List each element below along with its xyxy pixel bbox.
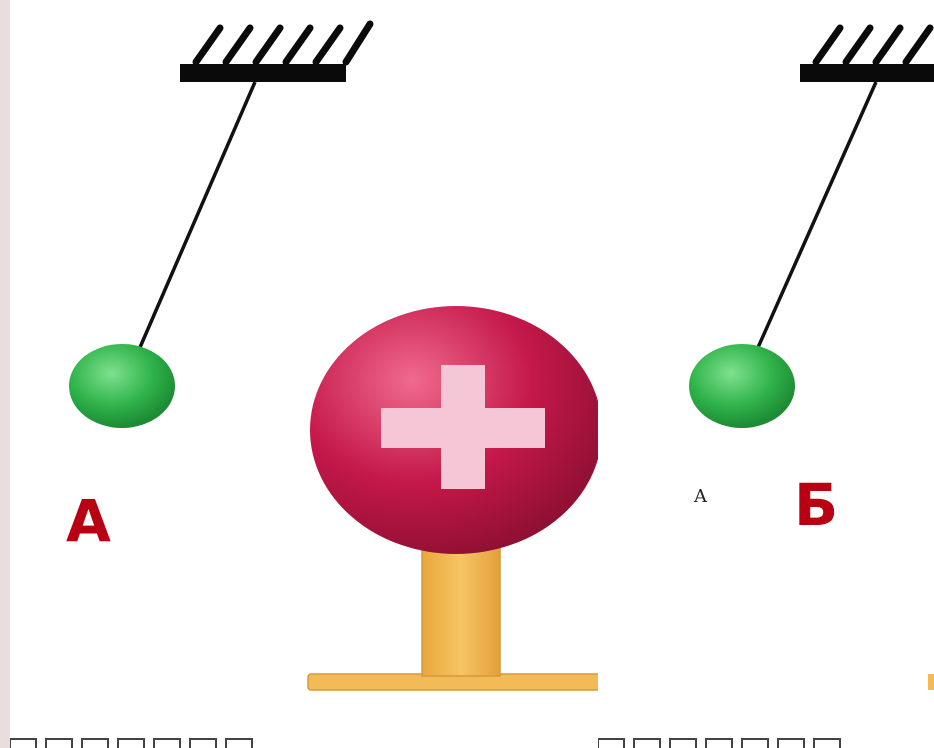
ceiling-hatch bbox=[812, 24, 934, 66]
panel-a-diagram bbox=[69, 20, 598, 691]
caption-placeholder-squares bbox=[598, 734, 858, 748]
panel-b-diagram bbox=[689, 24, 934, 690]
ceiling-bar bbox=[180, 64, 346, 82]
stand-stem bbox=[421, 539, 501, 677]
pendulum-ball bbox=[689, 344, 795, 428]
plus-sign-icon bbox=[381, 365, 545, 489]
stand-base-edge bbox=[928, 674, 934, 690]
pendulum-thread bbox=[136, 81, 257, 353]
panel-label-a: А bbox=[66, 487, 111, 555]
ceiling-support bbox=[800, 24, 934, 82]
pendulum-ball bbox=[69, 344, 175, 428]
panel-a: А bbox=[10, 0, 598, 748]
small-label-a: A bbox=[694, 486, 707, 507]
ceiling-bar bbox=[800, 64, 934, 82]
pendulum-thread bbox=[754, 81, 878, 353]
caption-placeholder-squares bbox=[10, 734, 278, 748]
panel-b: A Б bbox=[598, 0, 934, 748]
ceiling-support bbox=[180, 20, 374, 82]
panel-label-b: Б bbox=[794, 471, 839, 539]
ceiling-hatch bbox=[192, 20, 374, 66]
